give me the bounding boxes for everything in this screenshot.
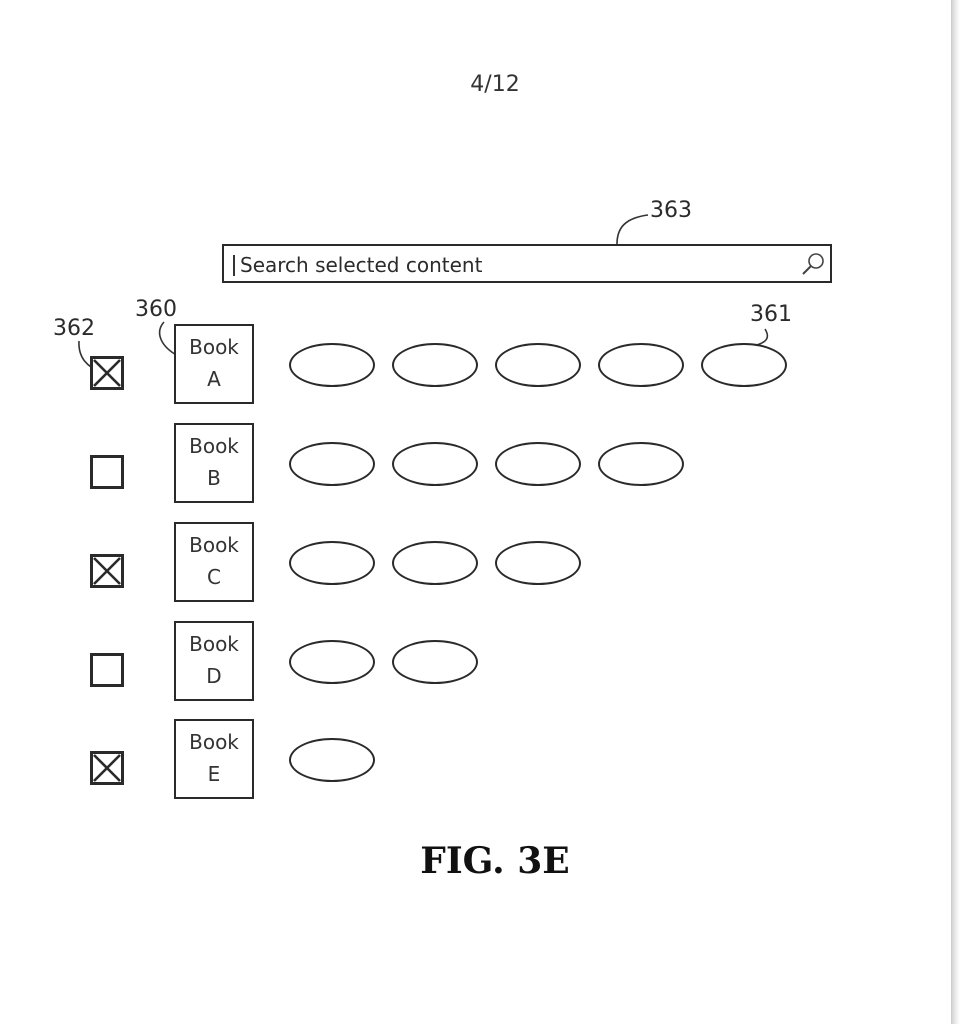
book-letter: E: [207, 762, 221, 786]
book-label: Book: [189, 730, 239, 754]
page-edge-shadow: [951, 0, 960, 1024]
x-mark-icon: [93, 359, 121, 387]
leader-line-363: [616, 214, 649, 245]
content-item-oval[interactable]: [495, 343, 581, 387]
book-letter: A: [207, 367, 221, 391]
ref-numeral-360: 360: [135, 297, 177, 322]
content-item-oval[interactable]: [598, 442, 684, 486]
x-mark-icon: [93, 754, 121, 782]
content-item-oval[interactable]: [289, 640, 375, 684]
checkbox-checked[interactable]: [90, 356, 124, 390]
book-letter: B: [207, 466, 221, 490]
content-item-oval[interactable]: [495, 541, 581, 585]
content-item-oval[interactable]: [392, 343, 478, 387]
book-label: Book: [189, 632, 239, 656]
text-caret: [233, 255, 235, 276]
content-item-oval[interactable]: [289, 343, 375, 387]
content-item-oval[interactable]: [495, 442, 581, 486]
book-label: Book: [189, 533, 239, 557]
content-item-oval[interactable]: [392, 442, 478, 486]
content-item-oval[interactable]: [701, 343, 787, 387]
book-label: Book: [189, 335, 239, 359]
ref-numeral-361: 361: [750, 302, 792, 327]
x-mark-icon: [93, 557, 121, 585]
content-item-oval[interactable]: [289, 541, 375, 585]
magnifier-icon[interactable]: [800, 251, 826, 277]
content-item-oval[interactable]: [392, 640, 478, 684]
checkbox-unchecked[interactable]: [90, 455, 124, 489]
content-item-oval[interactable]: [392, 541, 478, 585]
ref-numeral-363: 363: [650, 198, 692, 223]
checkbox-checked[interactable]: [90, 751, 124, 785]
search-input[interactable]: Search selected content: [222, 244, 832, 283]
search-placeholder: Search selected content: [240, 253, 483, 277]
ref-numeral-362: 362: [53, 316, 95, 341]
content-item-oval[interactable]: [289, 738, 375, 782]
checkbox-checked[interactable]: [90, 554, 124, 588]
checkbox-unchecked[interactable]: [90, 653, 124, 687]
book-letter: D: [206, 664, 222, 688]
content-item-oval[interactable]: [289, 442, 375, 486]
book-label: Book: [189, 434, 239, 458]
content-item-oval[interactable]: [598, 343, 684, 387]
page-number: 4/12: [470, 72, 520, 97]
figure-caption: FIG. 3E: [420, 840, 570, 882]
book-letter: C: [207, 565, 221, 589]
